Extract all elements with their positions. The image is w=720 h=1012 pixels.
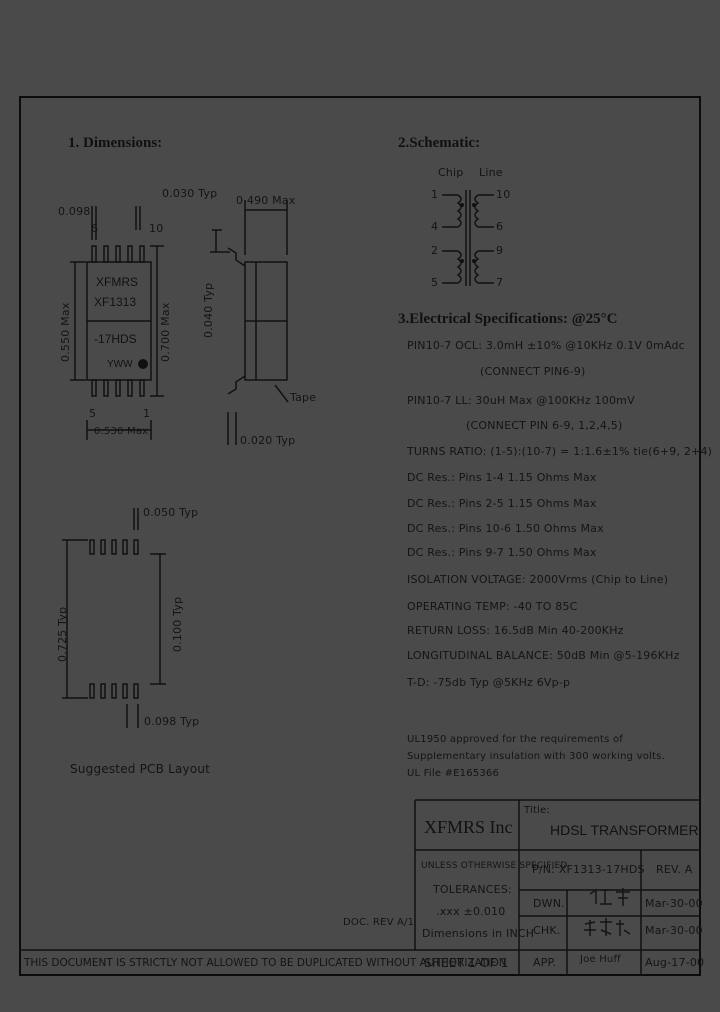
drawing-frame <box>19 96 701 976</box>
dim-0020-typ: 0.020 Typ <box>240 434 296 447</box>
pcb-dim-0725-typ: 0.725 Typ <box>56 606 69 662</box>
dim-0490-max: 0.490 Max <box>236 194 296 207</box>
dwn-date: Mar-30-00 <box>645 897 703 910</box>
disclaimer: THIS DOCUMENT IS STRICTLY NOT ALLOWED TO… <box>24 957 507 969</box>
ul-note-line1: UL1950 approved for the requirements of <box>407 734 623 745</box>
pin-label-6: 6 <box>91 222 99 235</box>
spec-line: ISOLATION VOLTAGE: 2000Vrms (Chip to Lin… <box>407 573 669 586</box>
spec-line: TURNS RATIO: (1-5):(10-7) = 1:1.6±1% tie… <box>407 445 713 458</box>
spec-line: (CONNECT PIN6-9) <box>480 365 586 378</box>
drawing-title: HDSL TRANSFORMER <box>550 822 699 838</box>
app-date: Aug-17-00 <box>645 956 705 969</box>
pcb-dim-0100-typ: 0.100 Typ <box>171 596 184 652</box>
unless-specified: UNLESS OTHERWISE SPECIFIED <box>421 861 568 871</box>
chk-label: CHK. <box>533 924 561 937</box>
title-label: Title: <box>524 805 550 816</box>
spec-line: OPERATING TEMP: -40 TO 85C <box>407 600 578 613</box>
schematic-line-label: Line <box>479 166 503 179</box>
spec-line: T-D: -75db Typ @5KHz 6Vp-p <box>407 676 571 689</box>
schematic-title: 2.Schematic: <box>398 135 481 151</box>
spec-line: RETURN LOSS: 16.5dB Min 40-200KHz <box>407 624 624 637</box>
ul-note-line2: Supplementary insulation with 300 workin… <box>407 751 665 762</box>
dwn-label: DWN. <box>533 897 565 910</box>
dim-0040-typ: 0.040 Typ <box>202 282 215 338</box>
pcb-caption: Suggested PCB Layout <box>70 762 211 776</box>
spec-line: DC Res.: Pins 1-4 1.15 Ohms Max <box>407 471 597 484</box>
revision: REV. A <box>656 863 693 876</box>
spec-line: DC Res.: Pins 2-5 1.15 Ohms Max <box>407 497 597 510</box>
schematic-left-pin-1: 1 <box>431 188 439 201</box>
pin-label-10: 10 <box>149 222 164 235</box>
dim-0030-typ: 0.030 Typ <box>162 187 218 200</box>
schematic-right-pin-10: 10 <box>496 188 511 201</box>
schematic-chip-label: Chip <box>438 166 464 179</box>
dim-0098-top: 0.098 <box>58 205 91 218</box>
pin-label-5: 5 <box>89 407 97 420</box>
tape-label: Tape <box>290 391 317 404</box>
ul-note-line3: UL File #E165366 <box>407 768 500 779</box>
spec-line: (CONNECT PIN 6-9, 1,2,4,5) <box>466 419 623 432</box>
schematic-right-pin-9: 9 <box>496 244 504 257</box>
part-number: P/N: XF1313-17HDS <box>532 863 645 876</box>
tolerances-label: TOLERANCES: <box>433 883 512 896</box>
spec-line: DC Res.: Pins 9-7 1.50 Ohms Max <box>407 546 597 559</box>
dim-0700-max: 0.700 Max <box>159 302 172 362</box>
dim-0550-max: 0.550 Max <box>59 302 72 362</box>
marking-line1: XFMRS <box>96 275 138 289</box>
pin-label-1: 1 <box>143 407 151 420</box>
marking-line2: XF1313 <box>94 295 137 309</box>
schematic-left-pin-5: 5 <box>431 276 439 289</box>
tolerance-value: .xxx ±0.010 <box>436 905 506 918</box>
chk-date: Mar-30-00 <box>645 924 703 937</box>
schematic-left-pin-2: 2 <box>431 244 439 257</box>
company-name: XFMRS Inc <box>424 817 513 837</box>
spec-line: PIN10-7 LL: 30uH Max @100KHz 100mV <box>407 394 635 407</box>
spec-line: DC Res.: Pins 10-6 1.50 Ohms Max <box>407 522 604 535</box>
doc-rev: DOC. REV A/1 <box>343 917 415 928</box>
schematic-left-pin-4: 4 <box>431 220 439 233</box>
pin1-dot <box>138 359 148 369</box>
dimensions-in: Dimensions in INCH <box>422 927 535 940</box>
schematic-right-pin-7: 7 <box>496 276 504 289</box>
marking-line3: -17HDS <box>94 332 137 346</box>
spec-line: LONGITUDINAL BALANCE: 50dB Min @5-196KHz <box>407 649 680 662</box>
schematic-right-pin-6: 6 <box>496 220 504 233</box>
sheet-number: SHEET 1 OF 1 <box>424 956 509 970</box>
dim-0530-max: 0.530 Max <box>94 426 149 437</box>
marking-line4: YWW <box>107 359 133 370</box>
app-label: APP. <box>533 956 557 969</box>
dimensions-title: 1. Dimensions: <box>68 135 163 151</box>
electrical-title: 3.Electrical Specifications: @25°C <box>398 311 618 327</box>
spec-line: PIN10-7 OCL: 3.0mH ±10% @10KHz 0.1V 0mAd… <box>407 339 685 352</box>
pcb-dim-0098-typ: 0.098 Typ <box>144 715 200 728</box>
app-name: Joe Huff <box>580 954 621 965</box>
pcb-dim-0050-typ: 0.050 Typ <box>143 506 199 519</box>
